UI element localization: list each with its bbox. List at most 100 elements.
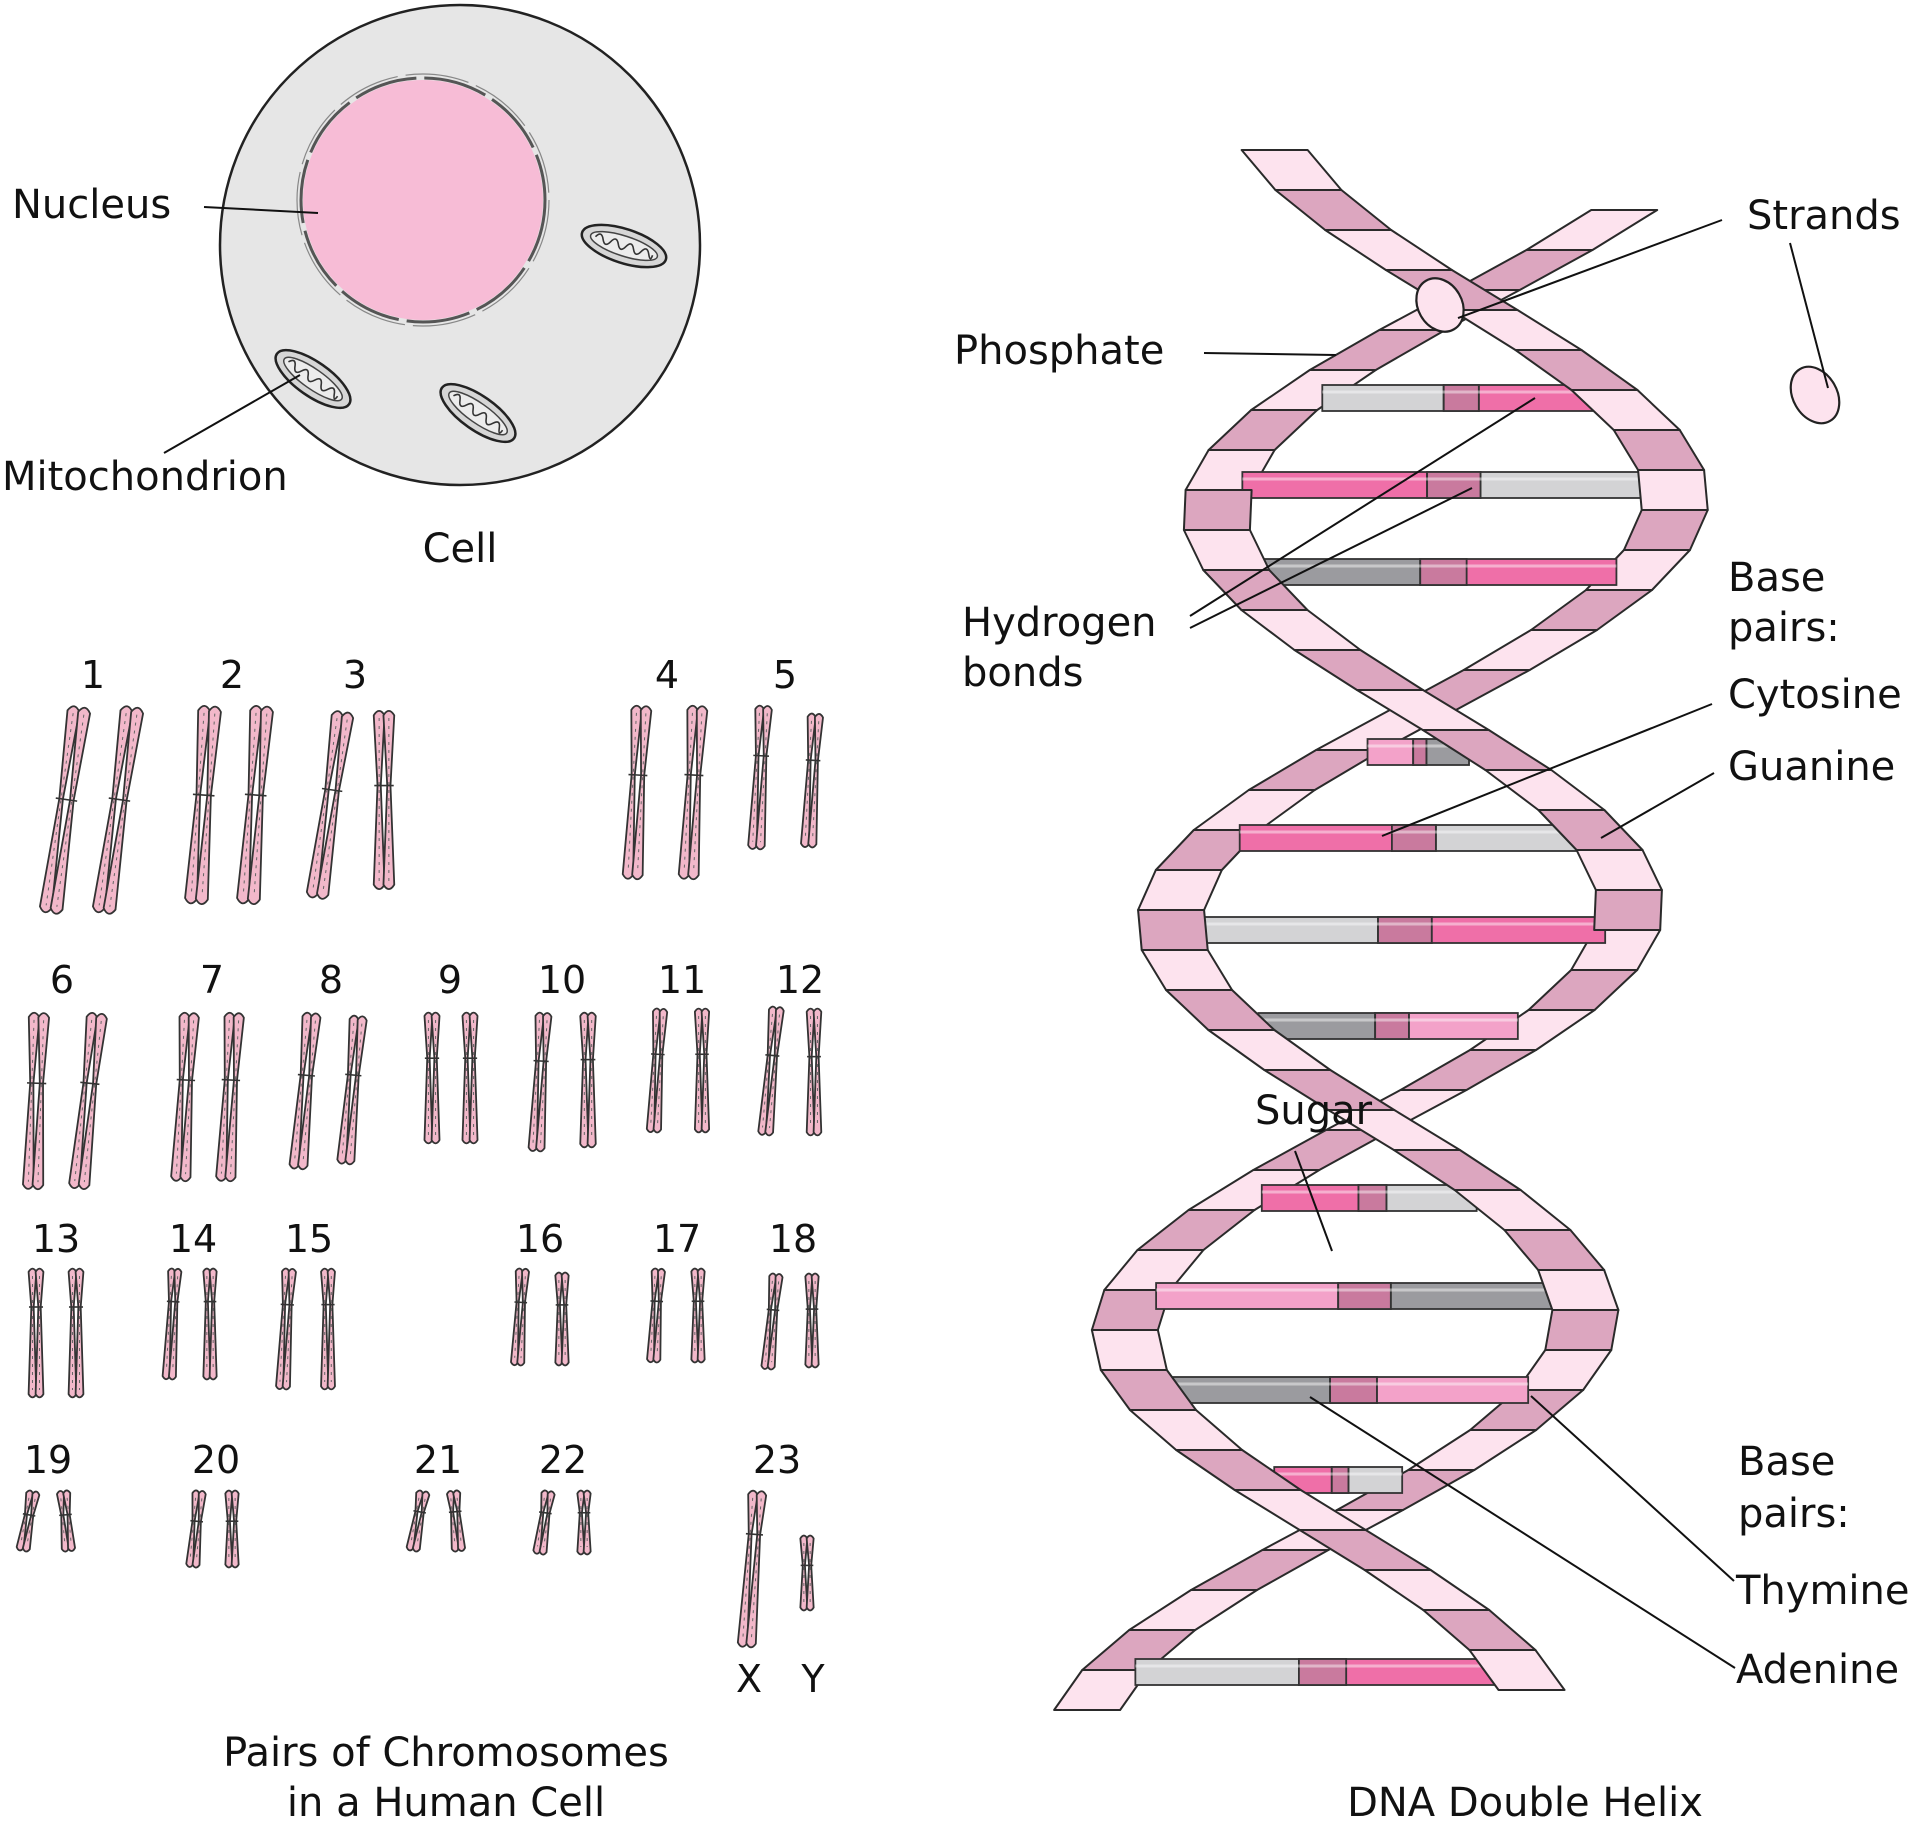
chromosome-12	[805, 1007, 823, 1137]
strands-leader-line	[1457, 219, 1723, 319]
pair-number: 11	[658, 958, 706, 1002]
base-pairs-bottom-label-line2: pairs:	[1738, 1491, 1850, 1537]
dna-leader-lines	[1189, 219, 1829, 1669]
base-pair-rung	[1258, 558, 1618, 586]
pair-number: 21	[414, 1438, 462, 1482]
pair-number: 12	[776, 958, 824, 1002]
pair-number: 10	[538, 958, 586, 1002]
strands-label: Strands	[1747, 193, 1901, 239]
sex-chromosome-y-label: Y	[800, 1657, 825, 1701]
strand-end	[1789, 365, 1841, 425]
chromosome-14	[202, 1267, 218, 1381]
chromosome-4	[621, 704, 653, 881]
sugar-phosphate-segment	[1293, 649, 1424, 691]
pair-number: 2	[220, 653, 244, 697]
chromosome-2	[184, 704, 222, 906]
base-pair-rung	[1257, 1012, 1519, 1040]
chromosome-8	[336, 1014, 368, 1166]
nucleus-leader-line	[203, 206, 319, 214]
base-pair-rung	[1260, 1184, 1478, 1212]
pair-number: 20	[192, 1438, 240, 1482]
sugar-phosphate-segment	[1462, 629, 1599, 671]
dna-labels: Strands Phosphate Hydrogen bonds Base pa…	[954, 193, 1910, 1826]
chromosome-3	[372, 710, 396, 890]
sugar-phosphate-segment	[1308, 329, 1447, 371]
base-pair-rung	[1241, 471, 1654, 499]
cell-caption: Cell	[423, 526, 498, 572]
sugar-phosphate-segment	[1090, 1329, 1168, 1371]
sugar-phosphate-segment	[1468, 1649, 1566, 1691]
sugar-phosphate-segment	[1407, 1429, 1538, 1471]
sex-chromosome-x-label: X	[736, 1657, 762, 1701]
sugar-phosphate-segment	[1544, 1309, 1620, 1351]
pair-number: 17	[653, 1217, 701, 1261]
base-pair-rung	[1167, 1376, 1530, 1404]
hydrogen-bonds-label-line1: Hydrogen	[962, 600, 1157, 646]
pair-number: 16	[516, 1217, 564, 1261]
sugar-phosphate-segment	[1392, 1149, 1522, 1191]
base-pair-rung	[1366, 738, 1470, 766]
pair-number: 7	[200, 958, 224, 1002]
chromosome-4	[677, 704, 709, 881]
cell-figure: Nucleus Mitochondrion Cell	[2, 3, 702, 572]
chromosome-1	[39, 705, 91, 915]
chromosome-12	[757, 1005, 785, 1137]
sugar-phosphate-segment	[1324, 229, 1453, 271]
chromosome-9	[461, 1011, 479, 1145]
chromosome-18	[804, 1272, 820, 1369]
chromosome-6	[22, 1011, 50, 1191]
chromosome-19	[56, 1489, 76, 1553]
pair-number: 14	[169, 1217, 217, 1261]
chromosome-15	[275, 1267, 297, 1391]
adenine-leader-line	[1309, 1396, 1736, 1669]
sugar-phosphate-segment	[1514, 349, 1639, 391]
nuclear-envelope-inner	[296, 73, 550, 327]
adenine-label: Adenine	[1736, 1647, 1899, 1693]
sugar-phosphate-segment	[1537, 1269, 1620, 1311]
hydrogen-bonds-leader-line	[1189, 397, 1536, 617]
sugar-phosphate-segment	[1527, 969, 1639, 1011]
pair-number: 4	[655, 653, 679, 697]
pair-number: 22	[539, 1438, 587, 1482]
sugar-phosphate-segment	[1363, 1569, 1491, 1611]
base-pair-rung	[1191, 916, 1607, 944]
phosphate-label: Phosphate	[954, 328, 1164, 374]
chromosome-x	[736, 1489, 768, 1649]
chromosome-22	[576, 1489, 592, 1556]
chromosome-caption-line1: Pairs of Chromosomes	[223, 1730, 669, 1776]
base-pairs-bottom-label-line1: Base	[1738, 1439, 1835, 1485]
sugar-phosphate-segment	[1516, 1349, 1613, 1391]
sugar-phosphate-segment	[1053, 1669, 1150, 1711]
pair-number: 13	[32, 1217, 80, 1261]
sugar-phosphate-segment	[1240, 609, 1362, 651]
hydrogen-bonds-label-line2: bonds	[962, 650, 1083, 696]
cytosine-label: Cytosine	[1728, 672, 1902, 718]
chromosome-5	[747, 704, 773, 851]
sugar-phosphate-segment	[1136, 1209, 1256, 1251]
chromosome-9	[423, 1011, 441, 1145]
chromosome-pair-numbers: 1 2 3 4 5 6 7 8 9 10 11 12 13 14 15 16 1…	[24, 653, 826, 1701]
chromosome-13	[67, 1267, 85, 1399]
sugar-phosphate-segment	[1575, 849, 1663, 891]
sugar-phosphate-segment	[1240, 149, 1343, 191]
sugar-phosphate-segment	[1137, 909, 1209, 951]
chromosome-21	[446, 1489, 466, 1553]
pair-number: 5	[773, 653, 797, 697]
base-pair-rung	[1134, 1658, 1500, 1686]
chromosome-caption-line2: in a Human Cell	[287, 1780, 605, 1826]
sugar-phosphate-segment	[1128, 1589, 1259, 1631]
helix-bottom-mask	[1080, 1740, 1680, 1800]
base-pair-rung	[1238, 824, 1579, 852]
sugar-phosphate-segment	[1530, 589, 1654, 631]
sugar-phosphate-segment	[1207, 409, 1319, 451]
chromosome-16	[554, 1271, 570, 1367]
chromosome-karyotype	[15, 704, 824, 1649]
pair-number: 23	[753, 1438, 801, 1482]
sugar-phosphate-segment	[1622, 509, 1709, 551]
sugar-phosphate-segment	[1612, 429, 1706, 471]
chromosome-20	[185, 1489, 207, 1569]
sugar-phosphate-segment	[1099, 1369, 1197, 1411]
dna-caption: DNA Double Helix	[1347, 1780, 1703, 1826]
sugar-phosphate-segment	[1503, 1229, 1606, 1271]
